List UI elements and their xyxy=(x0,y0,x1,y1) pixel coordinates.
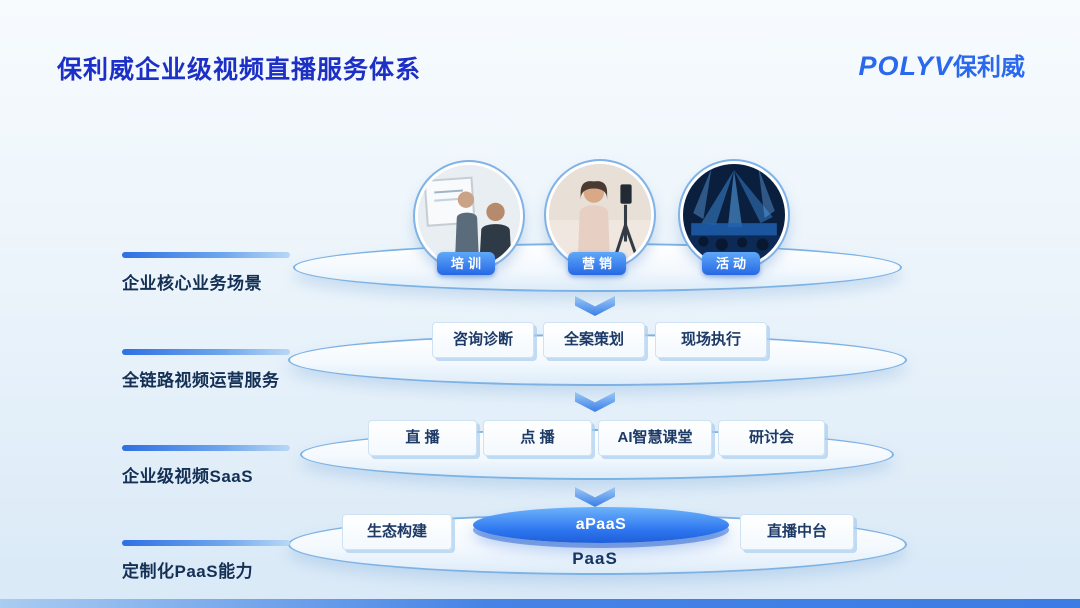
marketing-photo xyxy=(546,161,654,269)
event-photo-graphic xyxy=(683,164,785,266)
onsite-execution-box: 现场执行 xyxy=(655,322,767,358)
webinar-box: 研讨会 xyxy=(718,420,825,456)
apaas-ellipse: aPaaS xyxy=(473,507,729,543)
paas-platform-label: PaaS xyxy=(572,549,618,568)
event-photo xyxy=(680,161,788,269)
label-accent-bar xyxy=(122,540,290,546)
live-streaming-box: 直 播 xyxy=(368,420,477,456)
saas-label-group: 企业级视频SaaS xyxy=(122,445,322,487)
brand-logo-cn: 保利威 xyxy=(953,54,1025,81)
label-accent-bar xyxy=(122,252,290,258)
down-arrow-icon xyxy=(575,487,615,507)
scenarios-label: 企业核心业务场景 xyxy=(122,274,262,293)
down-arrow-icon xyxy=(575,392,615,412)
ecosystem-building-box: 生态构建 xyxy=(342,514,452,550)
label-accent-bar xyxy=(122,349,290,355)
brand-logo-en: POLYV xyxy=(858,51,953,81)
operation-label-group: 全链路视频运营服务 xyxy=(122,349,322,391)
operation-label: 全链路视频运营服务 xyxy=(122,371,280,390)
training-badge: 培训 xyxy=(437,252,495,275)
scenarios-label-group: 企业核心业务场景 xyxy=(122,252,322,294)
label-accent-bar xyxy=(122,445,290,451)
full-case-planning-box: 全案策划 xyxy=(543,322,645,358)
event-badge: 活动 xyxy=(702,252,760,275)
consulting-diagnosis-box: 咨询诊断 xyxy=(432,322,534,358)
down-arrow-icon xyxy=(575,296,615,316)
page-title: 保利威企业级视频直播服务体系 xyxy=(57,56,422,84)
vod-box: 点 播 xyxy=(483,420,592,456)
live-middle-platform-box: 直播中台 xyxy=(740,514,854,550)
ai-smart-classroom-box: AI智慧课堂 xyxy=(598,420,712,456)
saas-label: 企业级视频SaaS xyxy=(122,467,254,486)
brand-logo: POLYV保利威 xyxy=(858,47,1025,82)
paas-label-group: 定制化PaaS能力 xyxy=(122,540,322,582)
marketing-photo-graphic xyxy=(549,164,651,266)
bottom-accent-bar xyxy=(0,599,1080,608)
paas-label: 定制化PaaS能力 xyxy=(122,562,254,581)
marketing-badge: 营销 xyxy=(568,252,626,275)
